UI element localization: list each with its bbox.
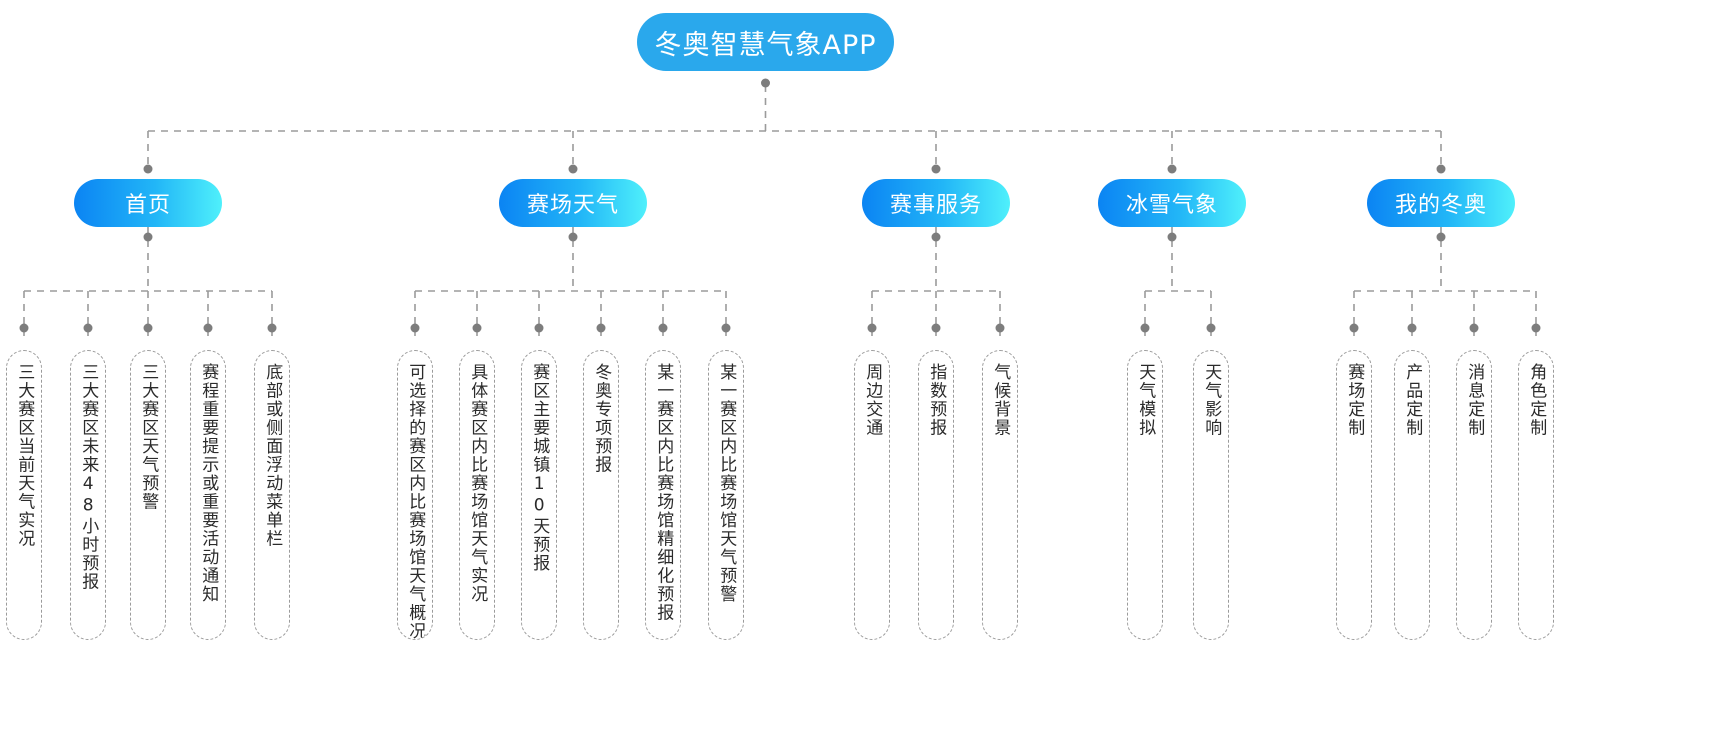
leaf-node-label: 冬奥专项预报 — [591, 363, 612, 474]
branch-node-2[interactable]: 赛场天气 — [499, 179, 647, 227]
leaf-node[interactable]: 冬奥专项预报 — [583, 350, 619, 640]
leaf-node[interactable]: 赛区主要城镇10天预报 — [521, 350, 557, 640]
branch-node-4[interactable]: 冰雪气象 — [1098, 179, 1246, 227]
leaf-node[interactable]: 周边交通 — [854, 350, 890, 640]
leaf-node[interactable]: 某一赛区内比赛场馆精细化预报 — [645, 350, 681, 640]
leaf-node-label: 某一赛区内比赛场馆精细化预报 — [653, 363, 674, 622]
leaf-node-label: 具体赛区内比赛场馆天气实况 — [467, 363, 488, 604]
leaf-node[interactable]: 角色定制 — [1518, 350, 1554, 640]
leaf-node-label: 某一赛区内比赛场馆天气预警 — [716, 363, 737, 604]
leaf-node-label: 产品定制 — [1402, 363, 1423, 437]
leaf-node-label: 周边交通 — [862, 363, 883, 437]
branch-node-label: 赛场天气 — [526, 193, 619, 218]
branch-node-label: 赛事服务 — [889, 193, 982, 218]
leaf-node-label: 消息定制 — [1464, 363, 1485, 437]
leaf-node[interactable]: 消息定制 — [1456, 350, 1492, 640]
leaf-node[interactable]: 底部或侧面浮动菜单栏 — [254, 350, 290, 640]
leaf-node[interactable]: 天气模拟 — [1127, 350, 1163, 640]
leaf-node[interactable]: 产品定制 — [1394, 350, 1430, 640]
leaf-node-label: 赛场定制 — [1344, 363, 1365, 437]
leaf-node[interactable]: 可选择的赛区内比赛场馆天气概况 — [397, 350, 433, 640]
leaf-node-label: 底部或侧面浮动菜单栏 — [262, 363, 283, 548]
leaf-node-label: 三大赛区天气预警 — [138, 363, 159, 511]
leaf-node[interactable]: 气候背景 — [982, 350, 1018, 640]
leaf-node-label: 赛程重要提示或重要活动通知 — [198, 363, 219, 604]
root-node-label: 冬奥智慧气象APP — [654, 29, 877, 61]
leaf-node[interactable]: 指数预报 — [918, 350, 954, 640]
leaf-node-label: 天气影响 — [1201, 363, 1222, 437]
leaf-node[interactable]: 具体赛区内比赛场馆天气实况 — [459, 350, 495, 640]
leaf-node[interactable]: 天气影响 — [1193, 350, 1229, 640]
branch-node-1[interactable]: 首页 — [74, 179, 222, 227]
leaf-node[interactable]: 三大赛区当前天气实况 — [6, 350, 42, 640]
branch-node-label: 我的冬奥 — [1394, 193, 1487, 218]
leaf-node-label: 赛区主要城镇10天预报 — [529, 363, 550, 573]
leaf-node-label: 气候背景 — [990, 363, 1011, 437]
branch-node-5[interactable]: 我的冬奥 — [1367, 179, 1515, 227]
leaf-node[interactable]: 三大赛区未来48小时预报 — [70, 350, 106, 640]
leaf-node-label: 三大赛区当前天气实况 — [14, 363, 35, 548]
leaf-node-label: 指数预报 — [926, 363, 947, 437]
leaf-node[interactable]: 某一赛区内比赛场馆天气预警 — [708, 350, 744, 640]
leaf-node-label: 三大赛区未来48小时预报 — [78, 363, 99, 591]
root-node[interactable]: 冬奥智慧气象APP — [637, 13, 894, 71]
leaf-node-label: 角色定制 — [1526, 363, 1547, 437]
branch-node-label: 首页 — [124, 193, 171, 218]
leaf-node[interactable]: 赛程重要提示或重要活动通知 — [190, 350, 226, 640]
leaf-node[interactable]: 赛场定制 — [1336, 350, 1372, 640]
leaf-node-label: 天气模拟 — [1135, 363, 1156, 437]
leaf-node-label: 可选择的赛区内比赛场馆天气概况 — [405, 363, 426, 640]
branch-node-label: 冰雪气象 — [1125, 193, 1218, 218]
leaf-node[interactable]: 三大赛区天气预警 — [130, 350, 166, 640]
branch-node-3[interactable]: 赛事服务 — [862, 179, 1010, 227]
